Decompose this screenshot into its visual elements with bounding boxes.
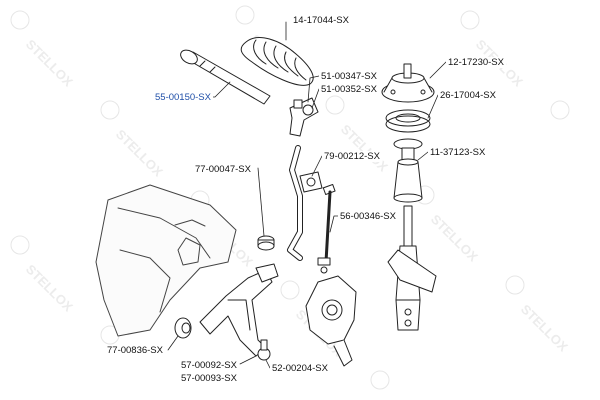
top-strut-mount[interactable] xyxy=(381,63,435,103)
inner-tie-rod[interactable] xyxy=(178,47,271,105)
control-arm-bushing[interactable] xyxy=(174,317,192,339)
shock-absorber[interactable] xyxy=(387,205,437,331)
strut-bearing[interactable] xyxy=(385,109,431,133)
subframe-bushing[interactable] xyxy=(257,235,275,251)
label-strut-bearing[interactable]: 26-17004-SX xyxy=(438,90,498,101)
stabilizer-link[interactable] xyxy=(317,183,336,274)
ball-joint[interactable] xyxy=(257,339,271,361)
stabilizer-bar[interactable] xyxy=(287,145,303,261)
control-arm[interactable] xyxy=(199,263,279,357)
label-ball-joint-left[interactable]: 57-00092-SX xyxy=(179,360,239,371)
subframe xyxy=(95,184,237,337)
label-inner-tie-rod[interactable]: 55-00150-SX xyxy=(153,92,213,103)
stabilizer-bushing[interactable] xyxy=(299,171,323,193)
label-control-arm[interactable]: 52-00204-SX xyxy=(270,363,330,374)
tie-rod-end[interactable] xyxy=(289,97,319,137)
label-stabilizer-link[interactable]: 56-00346-SX xyxy=(338,211,398,222)
steering-knuckle[interactable] xyxy=(305,275,357,367)
bump-stop[interactable] xyxy=(393,138,423,203)
label-subframe-bushing[interactable]: 77-00047-SX xyxy=(193,164,253,175)
label-stabilizer-bushing[interactable]: 79-00212-SX xyxy=(322,151,382,162)
label-bump-stop-kit[interactable]: 11-37123-SX xyxy=(428,147,488,158)
label-ball-joint-right[interactable]: 57-00093-SX xyxy=(179,373,239,384)
label-control-arm-bushing[interactable]: 77-00836-SX xyxy=(105,345,165,356)
label-tie-rod-end-left[interactable]: 51-00347-SX xyxy=(319,71,379,82)
label-top-strut-mount[interactable]: 12-17230-SX xyxy=(446,57,506,68)
label-tie-rod-boot[interactable]: 14-17044-SX xyxy=(291,15,351,26)
label-tie-rod-end-right[interactable]: 51-00352-SX xyxy=(319,84,379,95)
tie-rod-boot[interactable] xyxy=(240,37,314,86)
